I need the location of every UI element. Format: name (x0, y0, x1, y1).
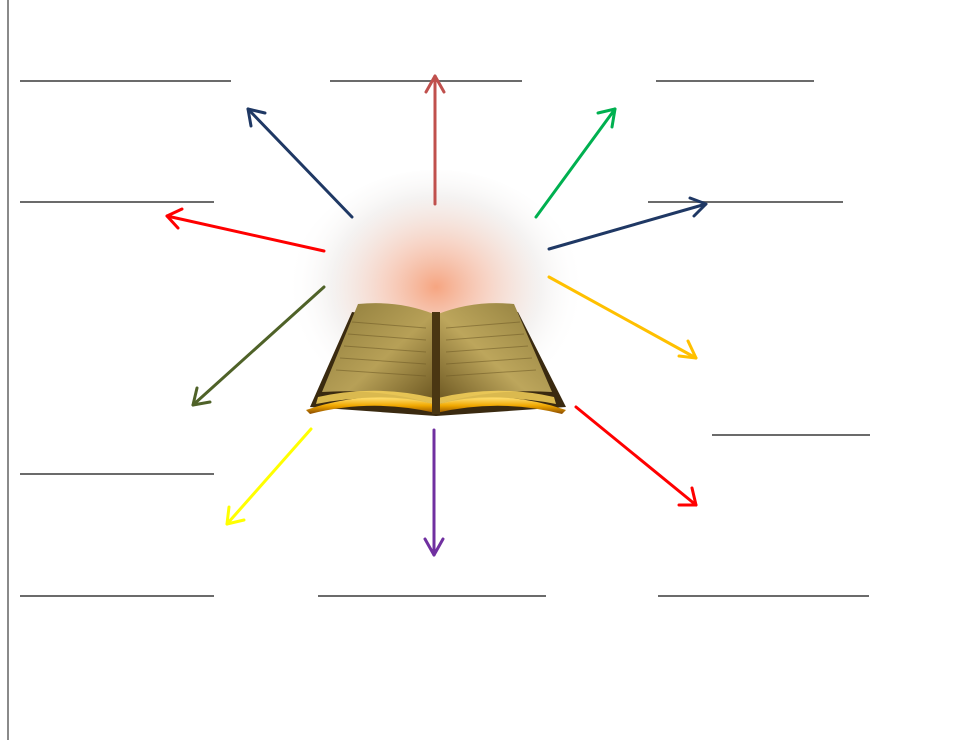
arrow-right-up (549, 198, 706, 249)
arrow-left (167, 209, 324, 251)
arrow-down (425, 430, 443, 555)
arrow-up-right (536, 109, 615, 217)
arrow-up-left (248, 109, 352, 217)
arrow-down-right (576, 407, 696, 505)
arrow-down-left (227, 429, 311, 524)
